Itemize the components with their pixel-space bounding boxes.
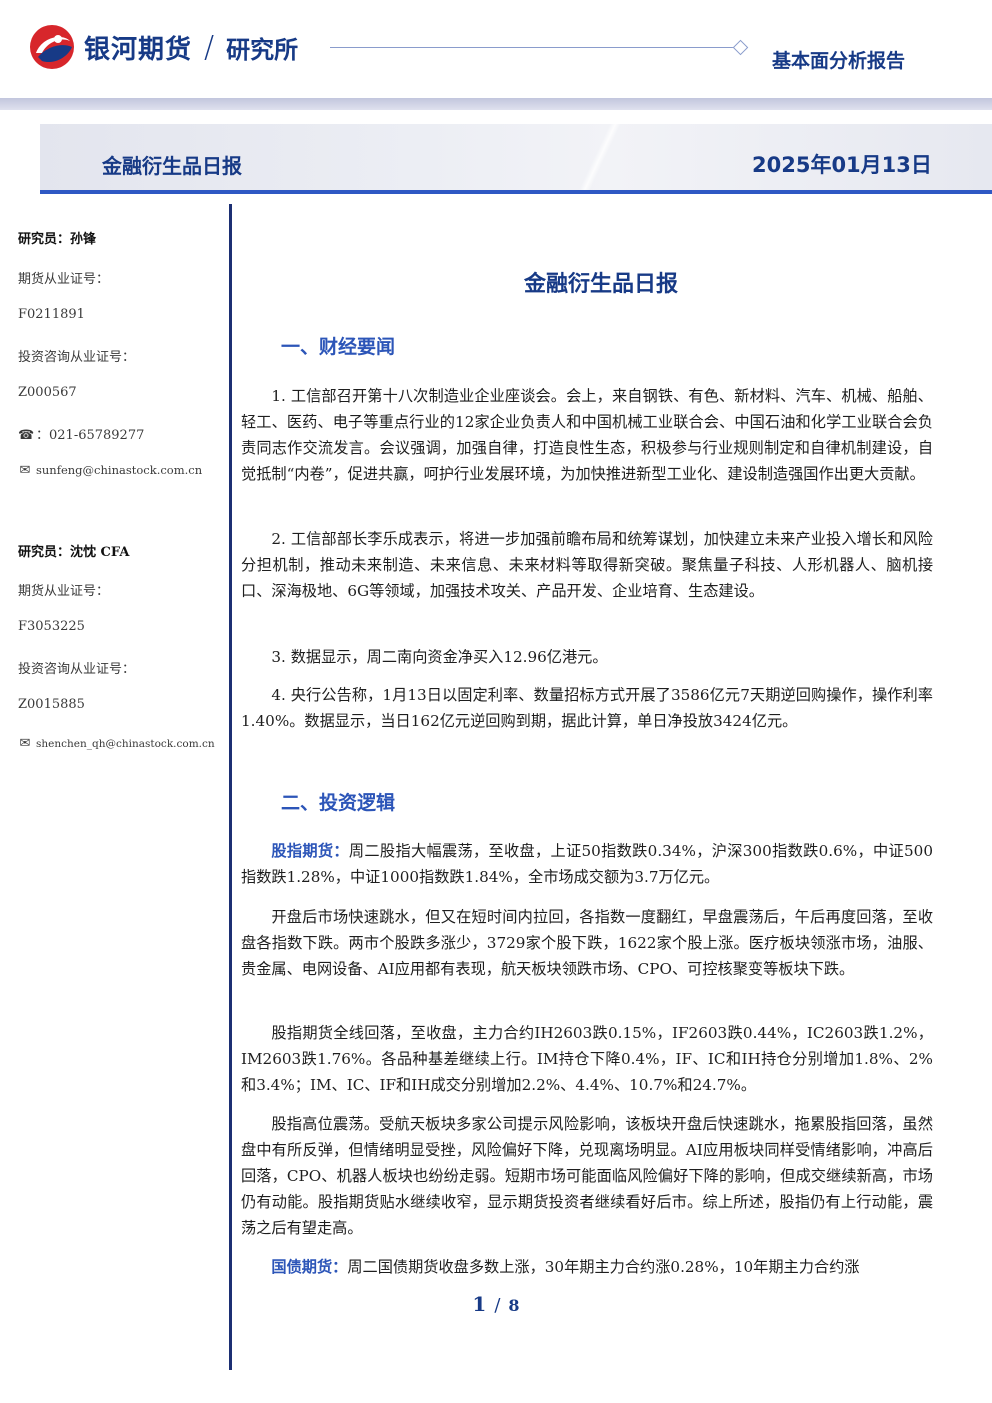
stock-futures-para-4: 股指高位震荡。受航天板块多家公司提示风险影响，该板块开盘后快速跳水，拖累股指回落… [241, 1115, 933, 1237]
analyst1-futures-id: F0211891 [18, 307, 85, 322]
analyst1-consult-id: Z000567 [18, 385, 77, 400]
stock-futures-para-2: 开盘后市场快速跳水，但又在短时间内拉回，各指数一度翻红，早盘震荡后，午后再度回落… [241, 908, 933, 978]
report-date: 2025年01月13日 [752, 153, 932, 177]
analyst1-name: 研究员：孙锋 [18, 232, 97, 247]
news-item-3: 3. 数据显示，周二南向资金净买入12.96亿港元。 [271, 648, 608, 666]
analyst1-phone-number: ：021-65789277 [36, 428, 145, 443]
news-item-1: 1. 工信部召开第十八次制造业企业座谈会。会上，来自钢铁、有色、新材料、汽车、机… [241, 387, 933, 483]
title-band-rule [40, 190, 992, 194]
news-item-4: 4. 央行公告称，1月13日以固定利率、数量招标方式开展了3586亿元7天期逆回… [241, 686, 933, 730]
company-name: 银河期货 [84, 34, 193, 65]
bond-futures-text-1: 周二国债期货收盘多数上涨，30年期主力合约涨0.28%，10年期主力合约涨 [347, 1258, 860, 1276]
current-page: 1 [472, 1292, 487, 1316]
analyst1-consult-label: 投资咨询从业证号： [18, 350, 136, 365]
band-title: 金融衍生品日报 [102, 154, 242, 178]
title-band [40, 124, 992, 190]
page-separator: / [494, 1295, 501, 1316]
analyst2-name: 研究员：沈忱 CFA [18, 545, 130, 560]
header-band [0, 98, 992, 110]
logo-slash: / [204, 29, 215, 65]
envelope-icon: ✉ [19, 463, 31, 478]
stock-futures-para-3: 股指期货全线回落，至收盘，主力合约IH2603跌0.15%，IF2603跌0.4… [241, 1024, 933, 1094]
envelope-icon: ✉ [19, 736, 31, 751]
stock-futures-lead: 股指期货： [271, 842, 349, 860]
analyst2-consult-label: 投资咨询从业证号： [18, 662, 136, 677]
institute-name: 研究所 [226, 35, 299, 64]
analyst2-futures-id: F3053225 [18, 619, 85, 634]
bond-futures-lead: 国债期货： [271, 1258, 348, 1276]
report-type: 基本面分析报告 [772, 50, 906, 72]
galaxy-logo-icon [30, 25, 74, 69]
total-pages: 8 [508, 1296, 520, 1315]
stock-futures-text-1: 周二股指大幅震荡，至收盘，上证50指数跌0.34%，沪深300指数跌0.6%，中… [241, 842, 933, 886]
logo: 银河期货 / 研究所 [28, 22, 298, 72]
analyst1-email[interactable]: sunfeng@chinastock.com.cn [36, 463, 203, 477]
sidebar-divider [229, 204, 232, 1370]
analyst2-consult-id: Z0015885 [18, 697, 85, 712]
phone-icon: ☎ [18, 428, 35, 443]
news-item-2: 2. 工信部部长李乐成表示，将进一步加强前瞻布局和统筹谋划，加快建立未来产业投入… [241, 530, 933, 600]
section-heading-news: 一、财经要闻 [281, 336, 396, 358]
analyst1-phone: ☎：021-65789277 [18, 424, 144, 443]
header-rule [330, 47, 734, 48]
document-title: 金融衍生品日报 [523, 272, 678, 297]
analyst1-email-row: ✉ sunfeng@chinastock.com.cn [18, 463, 203, 478]
analyst2-futures-label: 期货从业证号： [18, 584, 110, 599]
bond-futures-para-1: 国债期货：周二国债期货收盘多数上涨，30年期主力合约涨0.28%，10年期主力合… [241, 1254, 933, 1280]
analyst2-email-row: ✉ shenchen_qh@chinastock.com.cn [18, 736, 215, 751]
page-number: 1 / 8 [0, 1292, 992, 1316]
stock-futures-para-1: 股指期货：周二股指大幅震荡，至收盘，上证50指数跌0.34%，沪深300指数跌0… [241, 838, 933, 890]
diamond-icon [732, 39, 749, 56]
analyst2-email[interactable]: shenchen_qh@chinastock.com.cn [36, 738, 215, 750]
section-heading-logic: 二、投资逻辑 [281, 792, 396, 814]
analyst1-futures-label: 期货从业证号： [18, 272, 110, 287]
